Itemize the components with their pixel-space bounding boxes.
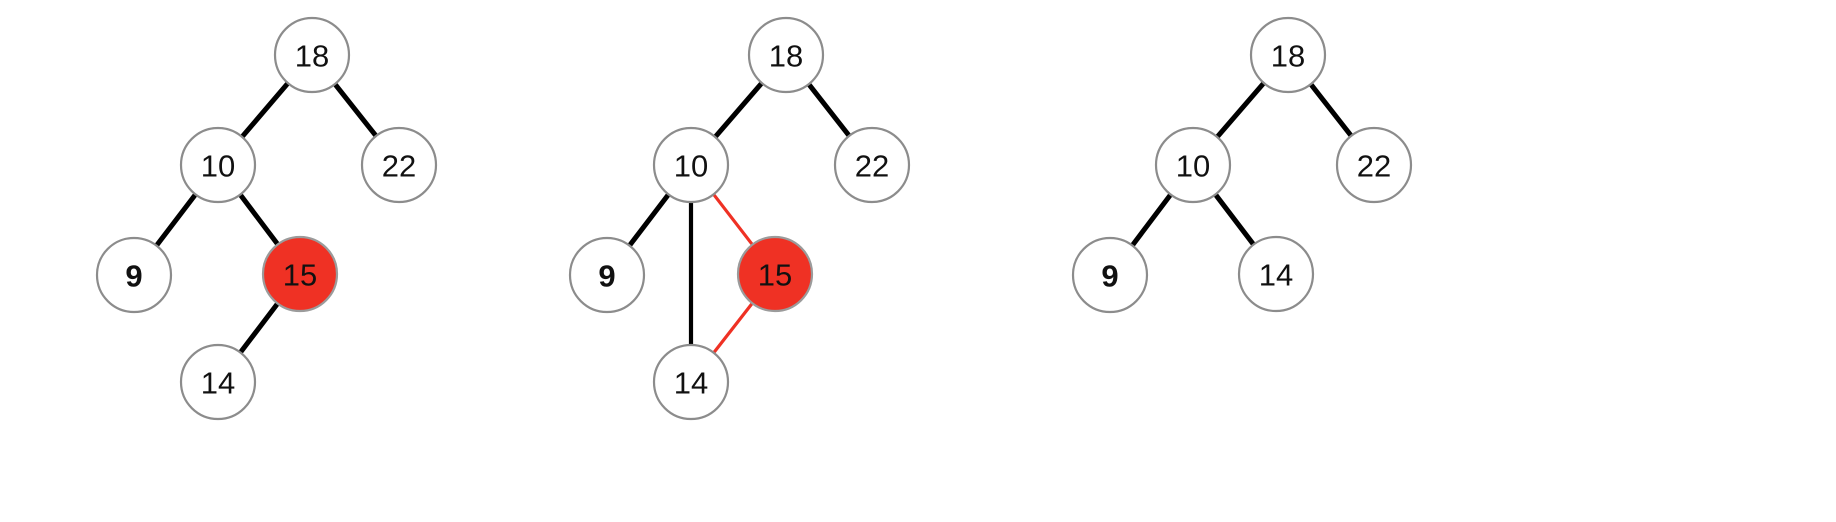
tree-edge-removed [712,301,754,355]
tree-edge-normal [1129,192,1174,248]
nodes-layer: 18 10 22 9 15 14 18 10 22 9 15 14 18 10 22 9 14 [95,16,1413,421]
tree-node-10[interactable]: 10 [652,126,730,204]
tree-node-15[interactable]: 15 [736,235,814,313]
node-label: 9 [598,259,615,294]
tree-node-10[interactable]: 10 [179,126,257,204]
node-label: 14 [674,366,708,401]
node-label: 10 [201,149,235,184]
node-circle[interactable] [652,126,730,204]
tree-edge-removed [711,192,755,247]
tree-node-9[interactable]: 9 [568,236,646,314]
tree-node-15[interactable]: 15 [261,235,339,313]
node-circle[interactable] [1071,236,1149,314]
tree-edge-normal [237,300,281,356]
node-label: 9 [125,259,142,294]
node-circle[interactable] [273,16,351,94]
node-circle-highlighted[interactable] [261,235,339,313]
node-label: 10 [674,149,708,184]
node-label: 22 [382,149,416,184]
node-label: 18 [295,39,329,74]
node-label: 15 [758,258,792,293]
tree-node-10[interactable]: 10 [1154,126,1232,204]
node-circle[interactable] [1249,16,1327,94]
tree-edge-normal [1214,80,1267,140]
tree-node-18[interactable]: 18 [273,16,351,94]
node-circle[interactable] [360,126,438,204]
tree-edge-normal [1308,81,1354,139]
tree-edge-normal [332,81,379,139]
node-label: 22 [1357,149,1391,184]
tree-edge-normal [239,80,291,140]
tree-node-14[interactable]: 14 [179,343,257,421]
node-circle[interactable] [179,343,257,421]
node-label: 10 [1176,149,1210,184]
node-label: 14 [1259,258,1293,293]
node-label: 14 [201,366,235,401]
tree-node-22[interactable]: 22 [1335,126,1413,204]
node-label: 9 [1101,259,1118,294]
node-circle[interactable] [568,236,646,314]
edges-layer [153,80,1354,356]
node-circle[interactable] [652,343,730,421]
tree-node-22[interactable]: 22 [833,126,911,204]
tree-edge-normal [1212,191,1257,248]
tree-node-14[interactable]: 14 [1237,235,1315,313]
tree-edge-normal [806,81,852,139]
node-circle[interactable] [179,126,257,204]
node-circle[interactable] [833,126,911,204]
node-circle[interactable] [1237,235,1315,313]
tree-node-22[interactable]: 22 [360,126,438,204]
tree-node-9[interactable]: 9 [1071,236,1149,314]
node-circle[interactable] [1154,126,1232,204]
tree-node-9[interactable]: 9 [95,236,173,314]
tree-node-18[interactable]: 18 [1249,16,1327,94]
tree-node-14[interactable]: 14 [652,343,730,421]
tree-edge-normal [237,192,281,247]
node-circle[interactable] [1335,126,1413,204]
node-circle[interactable] [95,236,173,314]
node-label: 18 [769,39,803,74]
node-label: 18 [1271,39,1305,74]
node-circle[interactable] [747,16,825,94]
node-label: 22 [855,149,889,184]
tree-edge-normal [712,80,765,140]
tree-edge-normal [626,191,672,249]
tree-edge-normal [153,191,199,249]
node-circle-highlighted[interactable] [736,235,814,313]
tree-node-18[interactable]: 18 [747,16,825,94]
node-label: 15 [283,258,317,293]
